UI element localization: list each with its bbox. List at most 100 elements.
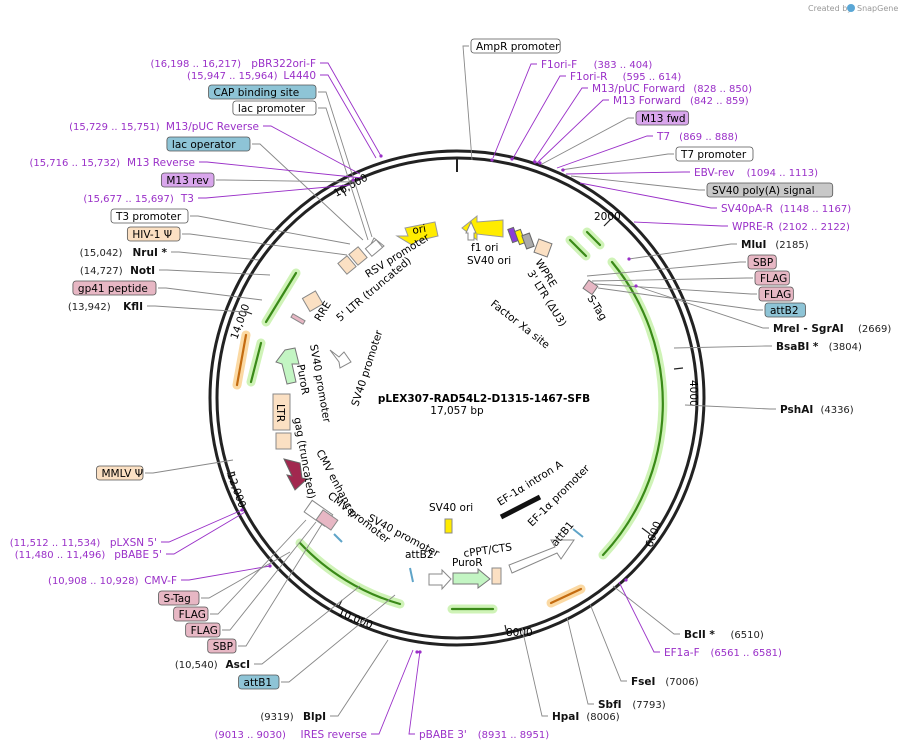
ring-marker [533, 160, 537, 164]
leader-right-label-bsabi-18 [673, 345, 772, 349]
leader-lines [145, 45, 776, 735]
right-label-ef1a-f-21-position: (6561 .. 6581) [711, 648, 783, 659]
leader-left-label-nrui-11 [171, 251, 260, 261]
right-label-pshai-19: PshAI(4336) [780, 404, 854, 416]
left-label-t3-8-text: T3 [180, 193, 194, 205]
left-label-asci-23-text: AscI [225, 659, 250, 671]
tick-6000: 6000 [644, 520, 664, 549]
left-labels: pBR322ori-F(16,198 .. 16,217)L4440(15,94… [10, 58, 367, 741]
feature-arc-orange-left [235, 333, 248, 387]
ring-marker [268, 564, 272, 568]
wpre-box [533, 238, 553, 258]
ori-arrow [395, 221, 439, 246]
right-label-f1ori-r-2-text: F1ori-R [570, 71, 607, 83]
leader-right-label-bcli-20 [612, 585, 680, 635]
right-label-bcli-20: BclI *(6510) [684, 629, 764, 641]
label-stag: S-Tag [584, 293, 609, 322]
right-label-m13-puc-forward-3-position: (828 .. 850) [693, 84, 752, 95]
left-label-t3-8-position: (15,677 .. 15,697) [83, 194, 174, 205]
leader-right-label-sbp-13 [586, 261, 746, 277]
right-label-bsabi-18: BsaBI *(3804) [776, 341, 862, 353]
right-label-ebv-rev-8-text: EBV-rev [694, 167, 735, 179]
left-label-lac-operator-5: lac operator [166, 136, 251, 152]
leader-left-label-ires-reverse-26 [371, 649, 414, 735]
right-label-t7-6-position: (869 .. 888) [679, 132, 738, 143]
right-label-t7-6-text: T7 [656, 131, 670, 143]
right-label-flag-15-text: FLAG [764, 289, 791, 301]
leader-left-label-gp41-peptide-13 [158, 287, 263, 301]
left-label-l4440-1-text: L4440 [283, 70, 316, 82]
right-label-f1ori-f-1: F1ori-F(383 .. 404) [541, 59, 652, 71]
leader-left-label-mmlv-15 [145, 459, 234, 474]
ring-marker [240, 508, 244, 512]
leader-left-label-l4440-1 [320, 74, 377, 159]
left-label-ires-reverse-26-text: IRES reverse [301, 729, 368, 741]
right-label-f1ori-r-2-position: (595 .. 614) [623, 72, 682, 83]
label-sv40-promoter-b: SV40 promoter [307, 343, 333, 424]
right-label-m13-fwd-5-text: M13 fwd [641, 113, 686, 125]
left-label-m13-reverse-6: M13 Reverse (15,716 .. 15,732) [30, 157, 195, 169]
leader-right-label-flag-15 [594, 283, 757, 295]
left-label-attb1-24-text: attB1 [244, 677, 273, 689]
watermark-prefix: Created by [808, 4, 852, 13]
feature-arc-main-halo [598, 257, 668, 560]
right-label-sbfi-23: SbfI(7793) [598, 699, 666, 711]
leader-right-label-fsei-22 [589, 603, 627, 682]
left-label-nrui-11: NruI *(15,042) [80, 247, 168, 259]
leader-right-label-ebv-rev-8 [565, 171, 690, 175]
left-label-m13-reverse-6-position: (15,716 .. 15,732) [30, 158, 121, 169]
left-label-mmlv-15: MMLV Ψ [96, 465, 144, 481]
left-label-t3-promoter-9: T3 promoter [110, 208, 189, 224]
left-label-l4440-1-position: (15,947 .. 15,964) [187, 71, 278, 82]
leader-right-label-sv40-poly-a-signal-9 [570, 175, 705, 191]
watermark-brand: SnapGene [857, 4, 898, 13]
left-label-ires-reverse-26: IRES reverse (9013 .. 9030) [214, 729, 367, 741]
leader-left-label-blpi-25 [330, 639, 389, 717]
left-label-noti-12-position: (14,727) [80, 266, 123, 277]
right-label-m13-forward-4-text: M13 Forward [613, 95, 681, 107]
label-sv40-ori-bottom: SV40 ori [429, 502, 473, 514]
right-label-sbp-13: SBP [747, 254, 777, 270]
left-label-m13-reverse-6-text: M13 Reverse [127, 157, 195, 169]
left-label-t3-promoter-9-text: T3 promoter [115, 211, 182, 223]
left-label-noti-12: NotI(14,727) [80, 265, 155, 277]
right-label-fsei-22-text: FseI [631, 676, 655, 688]
leader-left-label-noti-12 [159, 269, 271, 276]
left-label-plxsn-5-16-position: (11,512 .. 11,534) [10, 538, 101, 549]
ring-marker [418, 650, 422, 654]
right-label-wpre-r-11-text: WPRE-R [732, 221, 774, 233]
right-label-bcli-20-position: (6510) [731, 630, 764, 641]
puror-arrow-bottom [452, 567, 491, 589]
ring-marker [624, 578, 628, 582]
right-label-ef1a-f-21: EF1a-F (6561 .. 6581) [664, 647, 782, 659]
left-label-hiv-1-10-text: HIV-1 Ψ [132, 229, 172, 241]
left-label-cap-binding-site-2-text: CAP binding site [214, 87, 300, 99]
left-label-ires-reverse-26-position: (9013 .. 9030) [214, 730, 286, 741]
left-label-m13-puc-reverse-4: M13/pUC Reverse(15,729 .. 15,751) [69, 121, 259, 133]
right-label-sv40-poly-a-signal-9: SV40 poly(A) signal [706, 182, 834, 198]
right-label-mrei-17: MreI- SgrAI(2669) [773, 323, 891, 335]
right-label-wpre-r-11: WPRE-R(2102 .. 2122) [732, 221, 850, 233]
left-label-s-tag-19-text: S-Tag [164, 593, 191, 605]
left-label-lac-operator-5-text: lac operator [172, 139, 236, 151]
leader-right-label-sv40pa-r-10 [579, 182, 717, 209]
right-label-sbfi-23-text: SbfI [598, 699, 622, 711]
right-label-ef1a-f-21-text: EF1a-F [664, 647, 700, 659]
right-label-mrei-17-text: MreI [773, 323, 800, 335]
leader-left-label-pbr322ori-f-0 [320, 62, 382, 157]
feature-arcs [232, 227, 668, 614]
left-label-l4440-1: L4440 (15,947 .. 15,964) [187, 70, 316, 82]
leader-left-label-pbabe-5-17 [166, 511, 246, 555]
left-label-plxsn-5-16: pLXSN 5'(11,512 .. 11,534) [10, 537, 157, 549]
ring-marker [351, 178, 355, 182]
right-label-mlui-12: MluI(2185) [741, 239, 809, 251]
left-label-hiv-1-10: HIV-1 Ψ [126, 226, 181, 242]
right-label-hpai-24-text: HpaI [552, 711, 579, 723]
left-label-cmv-f-18-text: CMV-F [144, 575, 177, 587]
right-label-t7-promoter-7: T7 promoter [675, 146, 754, 162]
feature-shapes [272, 214, 599, 591]
plasmid-name: pLEX307-RAD54L2-D1315-1467-SFB [378, 393, 590, 405]
ring-marker [490, 158, 494, 162]
label-factor-xa: Factor Xa site [488, 298, 552, 351]
